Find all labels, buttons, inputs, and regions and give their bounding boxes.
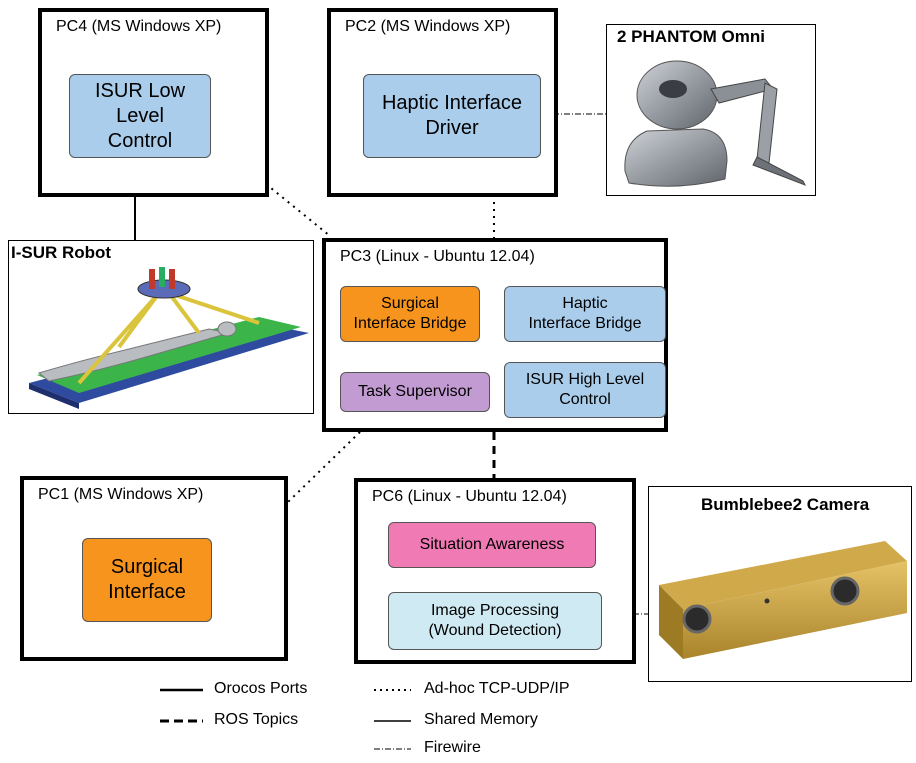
haptic-interface-bridge-node: Haptic Interface Bridge xyxy=(504,286,666,342)
bumblebee-camera-photo: Bumblebee2 Camera xyxy=(648,486,912,682)
legend-orocos-label: Orocos Ports xyxy=(214,680,308,697)
legend-ros-label: ROS Topics xyxy=(214,711,299,728)
task-supervisor-node: Task Supervisor xyxy=(340,372,490,412)
image-processing-node: Image Processing (Wound Detection) xyxy=(388,592,602,650)
isur-robot-photo: I-SUR Robot xyxy=(8,240,314,414)
pc2-title: PC2 (MS Windows XP) xyxy=(345,18,511,35)
link-pc4-to-pc3-adhoc xyxy=(265,183,331,237)
surgical-interface-node: Surgical Interface xyxy=(82,538,212,622)
camera-illustration xyxy=(659,541,907,659)
pc3-title: PC3 (Linux - Ubuntu 12.04) xyxy=(340,248,535,265)
isur-high-level-control-node: ISUR High Level Control xyxy=(504,362,666,418)
pc3-box: PC3 (Linux - Ubuntu 12.04) Surgical Inte… xyxy=(322,238,668,432)
isur-robot-title: I-SUR Robot xyxy=(11,243,112,262)
legend-adhoc-label: Ad-hoc TCP-UDP/IP xyxy=(424,680,570,697)
phantom-omni-title: 2 PHANTOM Omni xyxy=(617,27,765,46)
legend-firewire-label: Firewire xyxy=(424,739,481,756)
robot-illustration xyxy=(29,267,309,409)
phantom-omni-photo: 2 PHANTOM Omni xyxy=(606,24,816,196)
pc4-title: PC4 (MS Windows XP) xyxy=(56,18,222,35)
pc4-box: PC4 (MS Windows XP) ISUR Low Level Contr… xyxy=(38,8,269,197)
link-pc3-to-pc1-adhoc xyxy=(287,431,361,503)
surgical-interface-bridge-node: Surgical Interface Bridge xyxy=(340,286,480,342)
pc6-title: PC6 (Linux - Ubuntu 12.04) xyxy=(372,488,567,505)
pc2-box: PC2 (MS Windows XP) Haptic Interface Dri… xyxy=(327,8,558,197)
isur-low-level-control-node: ISUR Low Level Control xyxy=(69,74,211,158)
situation-awareness-node: Situation Awareness xyxy=(388,522,596,568)
phantom-device-illustration xyxy=(624,60,807,187)
bumblebee-camera-title: Bumblebee2 Camera xyxy=(701,495,870,514)
pc6-box: PC6 (Linux - Ubuntu 12.04) Situation Awa… xyxy=(354,478,636,664)
pc1-title: PC1 (MS Windows XP) xyxy=(38,486,204,503)
legend-shared-label: Shared Memory xyxy=(424,711,538,728)
pc1-box: PC1 (MS Windows XP) Surgical Interface xyxy=(20,476,288,661)
haptic-interface-driver-node: Haptic Interface Driver xyxy=(363,74,541,158)
